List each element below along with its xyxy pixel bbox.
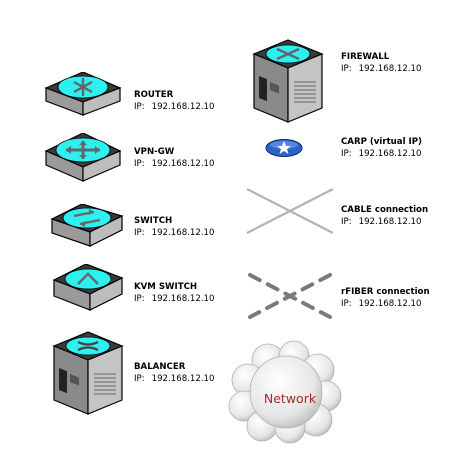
kvm-switch-label: KVM SWITCH IP: 192.168.12.10: [134, 281, 215, 305]
cable-cross-icon: [246, 188, 334, 234]
fiber-ip-prefix: IP:: [341, 299, 352, 309]
kvm-switch-ip-prefix: IP:: [134, 294, 145, 304]
vpn-gw-label: VPN-GW IP: 192.168.12.10: [134, 146, 215, 170]
carp-label: CARP (virtual IP) IP: 192.168.12.10: [341, 136, 422, 160]
switch-ip: 192.168.12.10: [151, 228, 215, 238]
router-ip: 192.168.12.10: [151, 102, 215, 112]
firewall-ip: 192.168.12.10: [358, 64, 422, 74]
switch-name: SWITCH: [134, 216, 173, 226]
kvm-switch-name: KVM SWITCH: [134, 282, 198, 292]
fiber-label: rFIBER connection IP: 192.168.12.10: [341, 286, 430, 310]
vpn-gw-name: VPN-GW: [134, 147, 175, 157]
firewall-ip-prefix: IP:: [341, 64, 352, 74]
kvm-switch-icon: [52, 264, 124, 311]
balancer-ip: 192.168.12.10: [151, 374, 215, 384]
cable-label: CABLE connection IP: 192.168.12.10: [341, 204, 428, 228]
kvm-switch-ip: 192.168.12.10: [151, 294, 215, 304]
balancer-name: BALANCER: [134, 362, 186, 372]
switch-icon: [50, 204, 124, 247]
router-ip-prefix: IP:: [134, 102, 145, 112]
switch-ip-prefix: IP:: [134, 228, 145, 238]
cable-ip-prefix: IP:: [341, 217, 352, 227]
load-balancer-icon: [52, 331, 124, 415]
carp-star-icon: [265, 139, 303, 157]
cable-ip: 192.168.12.10: [358, 217, 422, 227]
network-label: Network: [263, 391, 317, 406]
firewall-label: FIREWALL IP: 192.168.12.10: [341, 51, 422, 75]
vpn-gw-ip: 192.168.12.10: [151, 159, 215, 169]
vpn-gateway-icon: [44, 133, 122, 182]
fiber-name: rFIBER connection: [341, 287, 430, 297]
balancer-ip-prefix: IP:: [134, 374, 145, 384]
router-label: ROUTER IP: 192.168.12.10: [134, 89, 215, 113]
network-cloud-icon: [228, 340, 342, 444]
firewall-icon: [252, 39, 324, 123]
vpn-gw-ip-prefix: IP:: [134, 159, 145, 169]
router-icon: [44, 72, 122, 116]
carp-ip-prefix: IP:: [341, 149, 352, 159]
firewall-name: FIREWALL: [341, 52, 390, 62]
carp-ip: 192.168.12.10: [358, 149, 422, 159]
router-name: ROUTER: [134, 90, 174, 100]
cable-name: CABLE connection: [341, 205, 429, 215]
fiber-dashed-cross-icon: [248, 273, 332, 319]
switch-label: SWITCH IP: 192.168.12.10: [134, 215, 215, 239]
fiber-ip: 192.168.12.10: [358, 299, 422, 309]
balancer-label: BALANCER IP: 192.168.12.10: [134, 361, 215, 385]
carp-name: CARP (virtual IP): [341, 137, 422, 147]
